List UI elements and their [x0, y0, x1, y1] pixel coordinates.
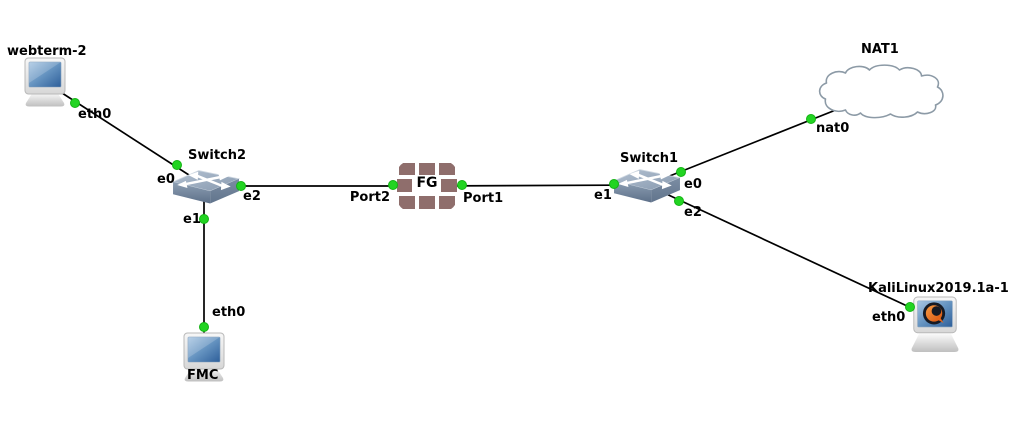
port-status-dot-switch2-e1: [199, 214, 209, 224]
port-status-dot-fg-port1: [457, 180, 467, 190]
port-label-kali-eth0: eth0: [872, 310, 906, 325]
port-status-dot-switch1-e2: [674, 196, 684, 206]
port-label-switch1-e0: e0: [684, 177, 702, 192]
node-label-kali: KaliLinux2019.1a-1: [868, 281, 1009, 296]
node-label-switch2: Switch2: [188, 148, 247, 163]
port-label-switch1-e2: e2: [684, 205, 702, 220]
cloud-icon-nat1[interactable]: [815, 64, 948, 120]
port-label-switch2-e1: e1: [183, 212, 201, 227]
port-status-dot-switch2-e2: [236, 181, 246, 191]
node-label-fg: FG: [416, 175, 438, 191]
computer-icon-kali[interactable]: [908, 296, 962, 354]
port-label-webterm2-eth0: eth0: [78, 107, 112, 122]
port-label-fmc-eth0: eth0: [212, 305, 246, 320]
switch-icon-switch2[interactable]: [172, 166, 240, 206]
node-label-fmc: FMC: [187, 368, 219, 383]
port-status-dot-webterm2-eth0: [70, 98, 80, 108]
port-label-switch2-e2: e2: [243, 189, 261, 204]
port-label-switch1-e1: e1: [594, 188, 612, 203]
node-label-nat1: NAT1: [861, 42, 899, 57]
port-label-nat1-nat0: nat0: [816, 121, 850, 136]
port-status-dot-switch1-e1: [609, 179, 619, 189]
port-label-fg-port2: Port2: [349, 190, 390, 205]
node-label-webterm2: webterm-2: [7, 44, 87, 59]
switch-icon-switch1[interactable]: [613, 165, 681, 205]
port-label-fg-port1: Port1: [463, 191, 504, 206]
port-label-switch2-e0: e0: [157, 172, 175, 187]
port-status-dot-fmc-eth0: [199, 322, 209, 332]
port-status-dot-switch1-e0: [676, 167, 686, 177]
port-status-dot-switch2-e0: [172, 160, 182, 170]
port-status-dot-kali-eth0: [905, 302, 915, 312]
link-switch1-kali[interactable]: [646, 184, 936, 320]
node-label-switch1: Switch1: [620, 151, 679, 166]
port-status-dot-fg-port2: [388, 180, 398, 190]
computer-icon-webterm2[interactable]: [17, 57, 73, 107]
port-status-dot-nat1-nat0: [806, 114, 816, 124]
